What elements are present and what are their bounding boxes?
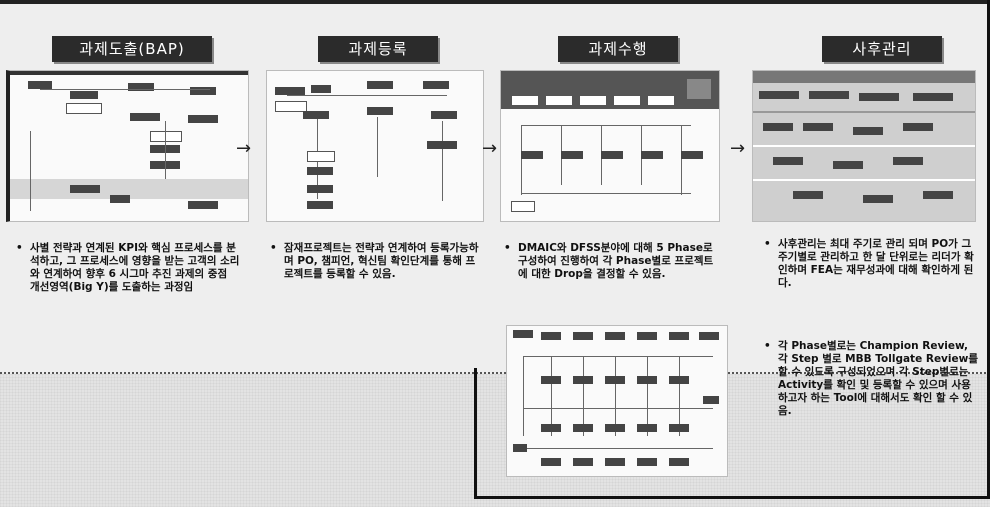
phase-flow-diagram: [506, 325, 728, 477]
description-text: 잠재프로젝트는 전략과 연계하여 등록가능하며 PO, 챔피언, 혁신팀 확인단…: [284, 242, 479, 280]
description-text: 사별 전략과 연계된 KPI와 핵심 프로세스를 분석하고, 그 프로세스에 영…: [30, 242, 240, 293]
flow-arrow: →: [482, 138, 498, 159]
description-text: 사후관리는 최대 주기로 관리 되며 PO가 그 주기별로 관리하고 한 달 단…: [778, 238, 974, 289]
stage-title: 과제도출(BAP): [52, 36, 212, 62]
flow-arrow: →: [236, 138, 252, 159]
stage-screenshot-thumbnail: [500, 70, 720, 222]
description-text: DMAIC와 DFSS분야에 대해 5 Phase로 구성하여 진행하여 각 P…: [518, 242, 714, 280]
stage-description: • 사별 전략과 연계된 KPI와 핵심 프로세스를 분석하고, 그 프로세스에…: [16, 242, 240, 293]
stage-title: 과제등록: [318, 36, 438, 62]
stage-execution: 과제수행 • DMAIC와 DFSS분야에 대해 5 Phase로 구성하여 진…: [500, 0, 740, 360]
stage-derivation: 과제도출(BAP) • 사별 전략과 연계된 KPI와 핵심 프로세스를 분석하…: [6, 0, 252, 360]
outline-border: [474, 496, 990, 499]
stage-description: • 사후관리는 최대 주기로 관리 되며 PO가 그 주기별로 관리하고 한 달…: [764, 238, 974, 289]
description-text: 각 Phase별로는 Champion Review, 각 Step 별로 MB…: [778, 340, 978, 417]
outline-border: [474, 368, 477, 498]
flow-arrow: →: [730, 138, 746, 159]
stage-screenshot-thumbnail: [752, 70, 976, 222]
stage-screenshot-thumbnail: [6, 70, 249, 222]
stage-registration: 과제등록 • 잠재프로젝트는 전략과 연계하여 등록가능하며 PO, 챔피언, …: [266, 0, 506, 360]
stage-follow-up: 사후관리 • 사후관리는 최대 주기로 관리 되며 PO가 그 주기별로 관리하…: [752, 0, 990, 417]
stage-description: • 잠재프로젝트는 전략과 연계하여 등록가능하며 PO, 챔피언, 혁신팀 확…: [270, 242, 479, 280]
stage-description: • DMAIC와 DFSS분야에 대해 5 Phase로 구성하여 진행하여 각…: [504, 242, 714, 280]
stage-description-2: • 각 Phase별로는 Champion Review, 각 Step 별로 …: [764, 340, 978, 417]
stage-title: 과제수행: [558, 36, 678, 62]
stage-title: 사후관리: [822, 36, 942, 62]
stage-screenshot-thumbnail: [266, 70, 484, 222]
outline-border: [987, 0, 990, 499]
